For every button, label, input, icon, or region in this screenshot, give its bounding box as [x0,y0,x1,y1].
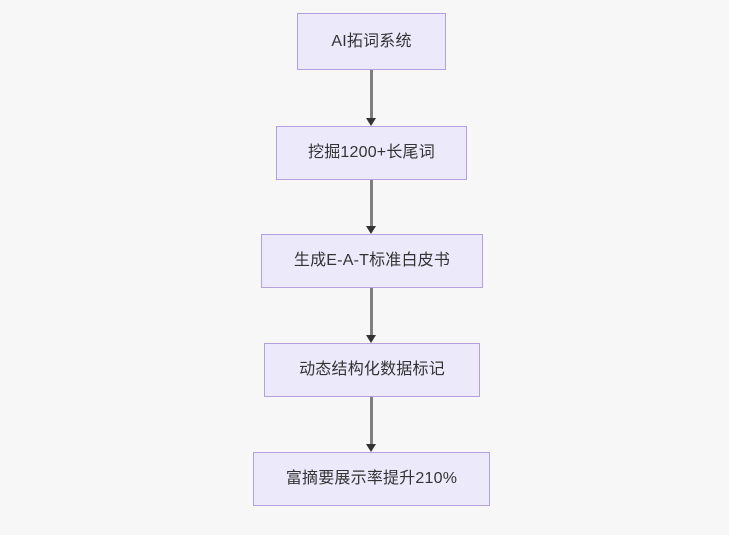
flow-node-generate-eat-whitepaper[interactable]: 生成E-A-T标准白皮书 [261,234,483,288]
flow-connector-4 [370,397,373,444]
flow-node-label: 生成E-A-T标准白皮书 [293,252,451,269]
flow-node-rich-snippet-impression-lift[interactable]: 富摘要展示率提升210% [253,452,490,506]
flow-arrowhead-4 [366,444,376,452]
flow-node-label: 挖掘1200+长尾词 [308,144,435,161]
flow-node-label: 动态结构化数据标记 [299,361,445,378]
flow-arrowhead-2 [366,226,376,234]
flow-connector-2 [370,180,373,226]
flow-connector-1 [370,70,373,118]
flow-arrowhead-3 [366,335,376,343]
flow-node-dynamic-structured-data-markup[interactable]: 动态结构化数据标记 [264,343,480,397]
flow-node-mine-longtail-keywords[interactable]: 挖掘1200+长尾词 [276,126,467,180]
flow-node-label: AI拓词系统 [331,32,412,50]
flow-node-label: 富摘要展示率提升210% [285,470,458,487]
flow-arrowhead-1 [366,118,376,126]
flow-node-ai-keyword-system[interactable]: AI拓词系统 [297,13,446,70]
flow-connector-3 [370,288,373,335]
